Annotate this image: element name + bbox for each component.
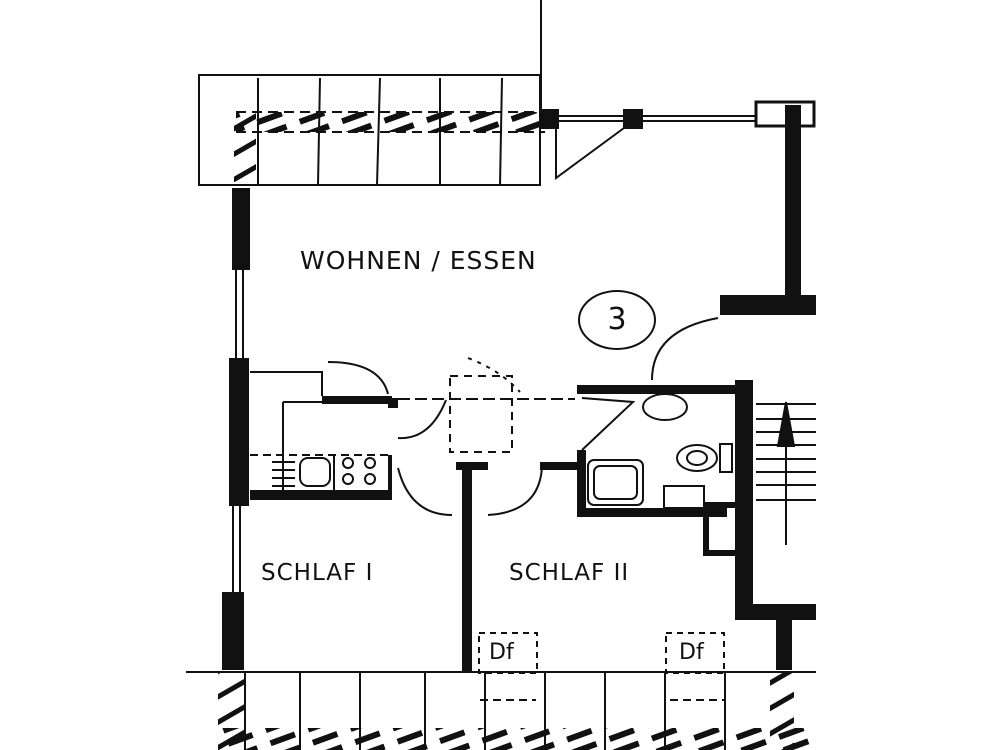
room-label-schlaf-2: SCHLAF II	[509, 560, 630, 586]
bottom-balcony	[186, 671, 816, 750]
unit-number-badge: 3	[578, 290, 656, 350]
bathtub-icon	[587, 459, 644, 506]
skylight-label-2: Df	[679, 640, 704, 665]
room-label-schlaf-1: SCHLAF I	[261, 560, 374, 586]
kitchen-sink-icon	[299, 457, 331, 487]
stairs-arrow-icon	[776, 401, 796, 447]
washbasin-icon	[676, 444, 718, 472]
toilet-icon	[642, 393, 688, 421]
bathroom	[577, 380, 753, 620]
room-label-wohnen-essen: WOHNEN / ESSEN	[300, 246, 537, 275]
stairs	[756, 401, 816, 545]
top-dormer	[198, 74, 546, 186]
stove-icon	[342, 457, 376, 485]
kitchen	[250, 361, 447, 500]
skylight-label-1: Df	[489, 640, 514, 665]
